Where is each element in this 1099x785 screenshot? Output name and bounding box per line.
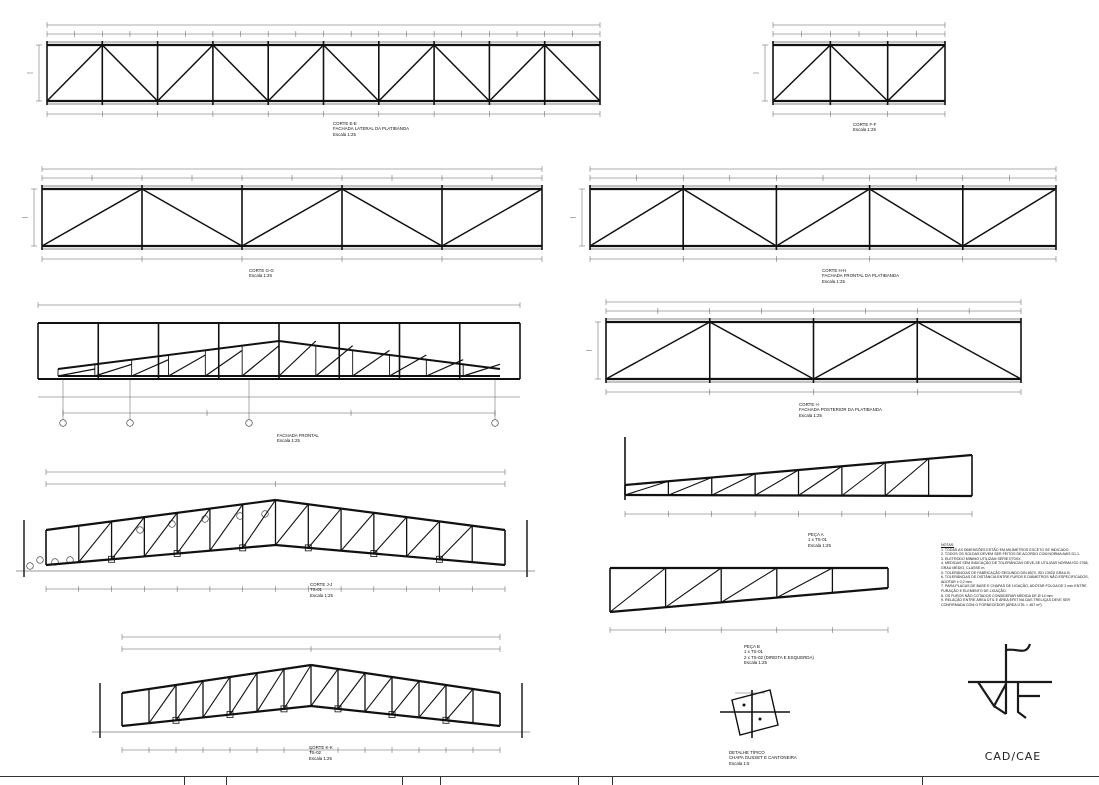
note-item: 2. TODOS OS SOLDAS DEVEM SER FEITOS DE A… [941, 552, 1081, 557]
truss-elevation-corte-f-f [753, 22, 946, 117]
notes-title: NOTAS: [941, 543, 955, 547]
truss-elevation-corte-k-k [92, 634, 530, 753]
logo-text: CAD/CAE [984, 750, 1042, 763]
truss-elevation-peca-b [609, 566, 889, 633]
truss-elevation-corte-g-g [22, 166, 543, 262]
truss-elevation-corte-j-j [16, 469, 535, 592]
detail-gusset-plate [720, 689, 790, 738]
truss-elevation-corte-h-h [570, 166, 1057, 262]
title-block-strip [0, 776, 1099, 785]
truss-elevation-corte-i-i [586, 299, 1022, 395]
general-notes: NOTAS: 1. TODAS AS DIMENSÕES ESTÃO EM MI… [941, 543, 1093, 607]
truss-elevation-corte-e-e [27, 22, 601, 117]
truss-elevation-peca-a [624, 437, 973, 517]
note-item: 3. ELETRODO MÍNIMO UTILIZAM SÉRIE E70XX. [941, 556, 1022, 561]
note-item: 5. TOLERÂNCIAS DE FABRICAÇÃO SEGUNDO DIN… [941, 570, 1071, 575]
company-logo-icon [968, 643, 1052, 719]
note-item: 1. TODAS AS DIMENSÕES ESTÃO EM MILÍMETRO… [941, 547, 1070, 552]
note-item: 4. MEDIDAS SEM INDICAÇÃO DE TOLERÂNCIAS … [941, 561, 1089, 570]
truss-elevation-fachada-frontal [37, 302, 521, 427]
note-item: 6. TOLERÂNCIAS DE DISTÂNCIA ENTRE FUROS … [941, 575, 1089, 584]
note-item: 9. RELAÇÃO ENTRE ÁREA ÚTIL E ÁREA EFETIV… [941, 598, 1071, 607]
note-item: 8. OS FUROS NÃO COTADOS CONSIDERAR MEDID… [941, 593, 1054, 598]
note-item: 7. PARA PLACAS DE BASE E CHAPAS DE LIGAÇ… [941, 584, 1087, 593]
